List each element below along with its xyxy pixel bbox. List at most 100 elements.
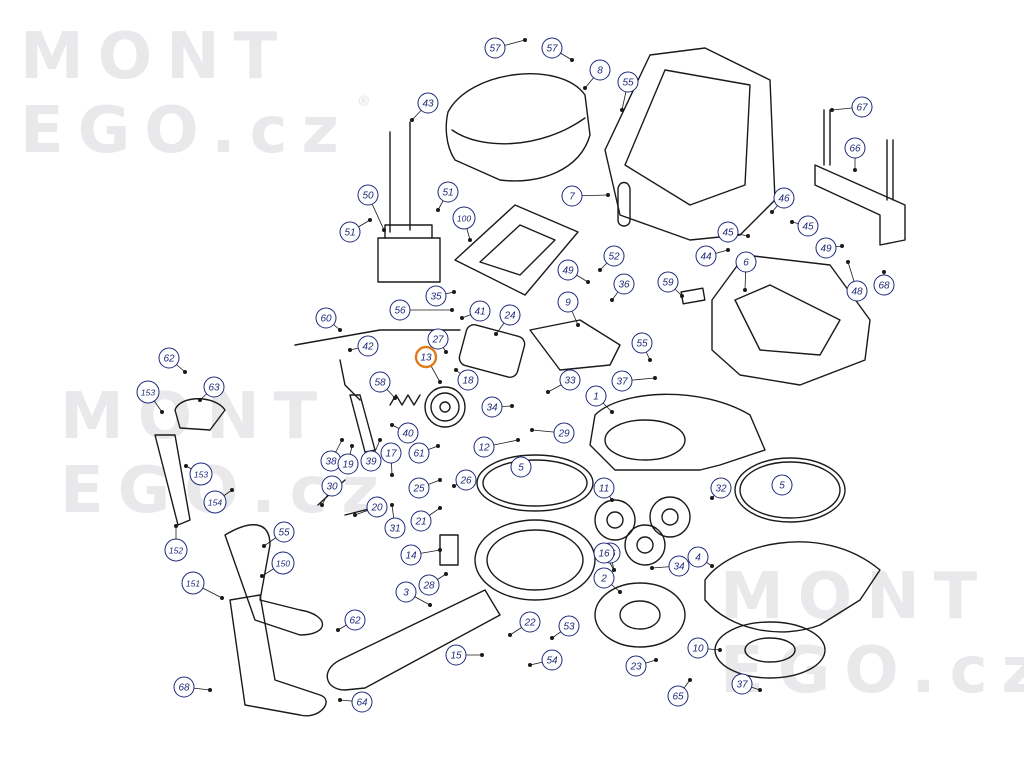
callout-55[interactable]: 55 <box>617 71 639 93</box>
callout-150[interactable]: 150 <box>271 551 295 575</box>
callout-4[interactable]: 4 <box>687 546 709 568</box>
callout-54[interactable]: 54 <box>541 649 563 671</box>
callout-49[interactable]: 49 <box>815 237 837 259</box>
callout-25[interactable]: 25 <box>408 477 430 499</box>
callout-12[interactable]: 12 <box>473 436 495 458</box>
callout-152[interactable]: 152 <box>164 538 188 562</box>
callout-14[interactable]: 14 <box>400 544 422 566</box>
callout-9[interactable]: 9 <box>557 291 579 313</box>
callout-31[interactable]: 31 <box>384 517 406 539</box>
callout-ring <box>410 510 432 532</box>
callout-59[interactable]: 59 <box>657 271 679 293</box>
callout-45[interactable]: 45 <box>717 221 739 243</box>
callout-53[interactable]: 53 <box>558 615 580 637</box>
callout-57[interactable]: 57 <box>541 37 563 59</box>
callout-ring <box>668 555 690 577</box>
callout-label: 33 <box>564 376 576 387</box>
callout-100[interactable]: 100 <box>452 206 476 230</box>
callout-16[interactable]: 16 <box>593 542 615 564</box>
callout-32[interactable]: 32 <box>710 477 732 499</box>
callout-2[interactable]: 2 <box>593 567 615 589</box>
callout-50[interactable]: 50 <box>357 184 379 206</box>
callout-153[interactable]: 153 <box>136 380 160 404</box>
leader-dot-27 <box>443 349 448 354</box>
callout-ring <box>484 37 506 59</box>
callout-ring <box>585 385 607 407</box>
callout-48[interactable]: 48 <box>846 280 868 302</box>
callout-34[interactable]: 34 <box>481 396 503 418</box>
callout-61[interactable]: 61 <box>408 442 430 464</box>
callout-62[interactable]: 62 <box>344 609 366 631</box>
callout-62[interactable]: 62 <box>158 347 180 369</box>
callout-44[interactable]: 44 <box>695 245 717 267</box>
callout-51[interactable]: 51 <box>339 221 361 243</box>
leader-dot-68 <box>882 269 887 274</box>
callout-37[interactable]: 37 <box>611 370 633 392</box>
callout-41[interactable]: 41 <box>469 300 491 322</box>
callout-60[interactable]: 60 <box>315 307 337 329</box>
callout-63[interactable]: 63 <box>203 376 225 398</box>
callout-42[interactable]: 42 <box>357 335 379 357</box>
callout-17[interactable]: 17 <box>380 442 402 464</box>
callout-64[interactable]: 64 <box>351 691 373 713</box>
callout-19[interactable]: 19 <box>337 453 359 475</box>
callout-52[interactable]: 52 <box>603 245 625 267</box>
callout-46[interactable]: 46 <box>773 187 795 209</box>
callout-40[interactable]: 40 <box>397 422 419 444</box>
callout-8[interactable]: 8 <box>589 59 611 81</box>
callout-34[interactable]: 34 <box>668 555 690 577</box>
callout-ring <box>400 544 422 566</box>
callout-27[interactable]: 27 <box>427 328 449 350</box>
callout-55[interactable]: 55 <box>631 332 653 354</box>
callout-15[interactable]: 15 <box>445 644 467 666</box>
callout-28[interactable]: 28 <box>418 574 440 596</box>
callout-55[interactable]: 55 <box>273 521 295 543</box>
callout-68[interactable]: 68 <box>873 274 895 296</box>
callout-26[interactable]: 26 <box>455 469 477 491</box>
callout-39[interactable]: 39 <box>360 450 382 472</box>
callout-151[interactable]: 151 <box>181 571 205 595</box>
callout-20[interactable]: 20 <box>366 496 388 518</box>
callout-ring <box>189 462 213 486</box>
callout-ring <box>203 376 225 398</box>
callout-51[interactable]: 51 <box>437 181 459 203</box>
callout-67[interactable]: 67 <box>851 96 873 118</box>
callout-30[interactable]: 30 <box>321 475 343 497</box>
callout-57[interactable]: 57 <box>484 37 506 59</box>
callout-29[interactable]: 29 <box>553 422 575 444</box>
callout-6[interactable]: 6 <box>735 251 757 273</box>
callout-13[interactable]: 13 <box>414 345 438 369</box>
callout-1[interactable]: 1 <box>585 385 607 407</box>
callout-58[interactable]: 58 <box>369 371 391 393</box>
callout-18[interactable]: 18 <box>457 369 479 391</box>
shaft-14 <box>439 534 459 566</box>
callout-65[interactable]: 65 <box>667 685 689 707</box>
callout-24[interactable]: 24 <box>499 304 521 326</box>
callout-10[interactable]: 10 <box>687 637 709 659</box>
callout-label: 64 <box>356 698 368 709</box>
callout-66[interactable]: 66 <box>844 137 866 159</box>
callout-7[interactable]: 7 <box>561 185 583 207</box>
callout-154[interactable]: 154 <box>203 490 227 514</box>
callout-5[interactable]: 5 <box>510 456 532 478</box>
callout-21[interactable]: 21 <box>410 510 432 532</box>
leader-dot-150 <box>259 574 264 579</box>
callout-ring <box>445 644 467 666</box>
callout-33[interactable]: 33 <box>559 369 581 391</box>
callout-153[interactable]: 153 <box>189 462 213 486</box>
callout-49[interactable]: 49 <box>557 259 579 281</box>
callout-43[interactable]: 43 <box>417 92 439 114</box>
callout-label: 100 <box>457 214 471 224</box>
callout-ring <box>427 328 449 350</box>
callout-45[interactable]: 45 <box>797 215 819 237</box>
callout-11[interactable]: 11 <box>593 477 615 499</box>
callout-36[interactable]: 36 <box>613 273 635 295</box>
callout-68[interactable]: 68 <box>173 676 195 698</box>
callout-56[interactable]: 56 <box>389 299 411 321</box>
callout-22[interactable]: 22 <box>519 611 541 633</box>
callout-3[interactable]: 3 <box>395 581 417 603</box>
callout-35[interactable]: 35 <box>425 285 447 307</box>
callout-5[interactable]: 5 <box>771 474 793 496</box>
callout-23[interactable]: 23 <box>625 655 647 677</box>
callout-37[interactable]: 37 <box>731 673 753 695</box>
